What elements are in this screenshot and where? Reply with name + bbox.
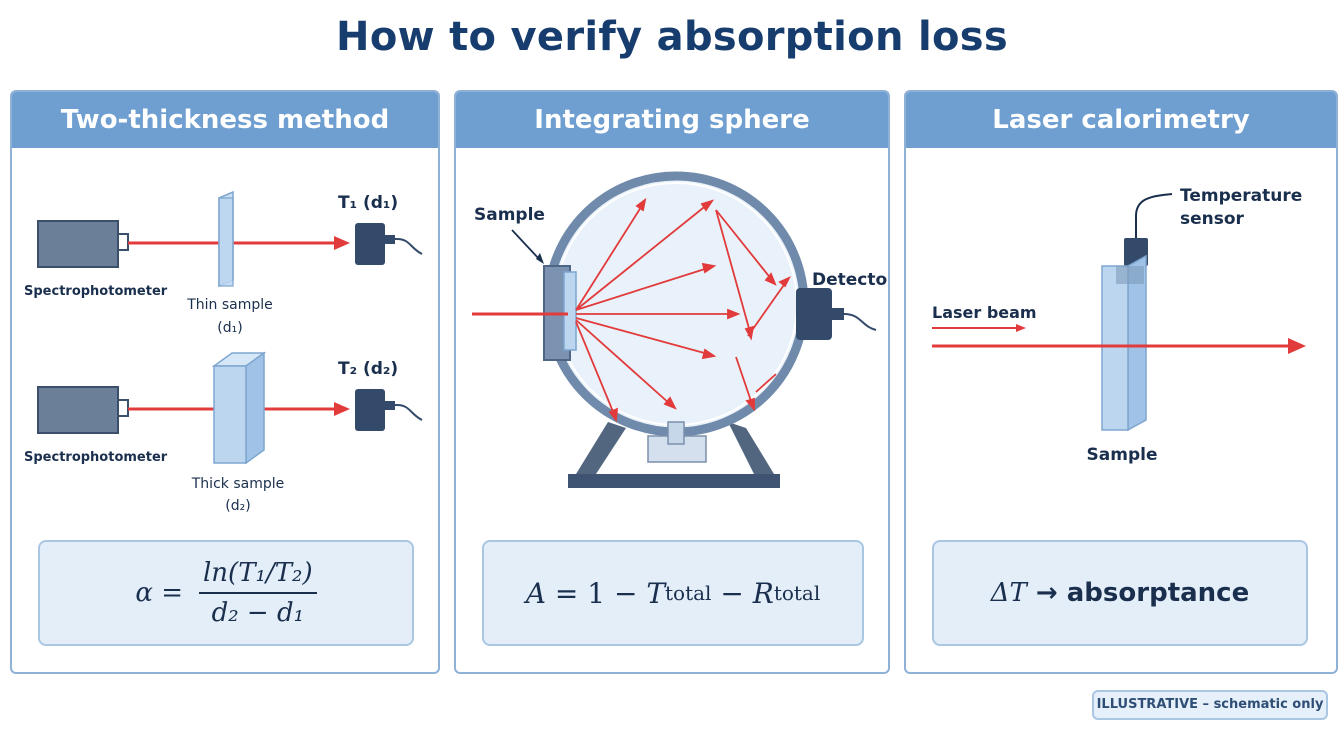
laser-calorimetry-diagram: Temperature sensor Laser beam Sample [932, 186, 1306, 465]
spectrophotometer-label-2: Spectrophotometer [24, 450, 168, 465]
scattered-rays [575, 197, 791, 423]
integrating-sphere-icon [543, 171, 809, 437]
formula-laser-calorimetry: ΔT → absorptance [932, 540, 1308, 646]
thick-sample-side [245, 351, 265, 465]
formula-t: T [646, 576, 666, 610]
formula-two-thickness: α = ln(T₁/T₂) d₂ − d₁ [38, 540, 414, 646]
spectrophotometer-label-1: Spectrophotometer [24, 284, 168, 299]
thin-sample-sub: (d₁) [217, 320, 242, 336]
panel-two-thickness: Two-thickness method T₁ (d₁) Spectrophot… [10, 90, 440, 674]
thick-sample-sub: (d₂) [225, 498, 250, 514]
detector-icon-2 [355, 389, 385, 431]
laser-beam-arrowhead [1288, 338, 1306, 354]
temperature-sensor-label-2: sensor [1180, 209, 1245, 229]
temperature-sensor-label-1: Temperature [1180, 186, 1302, 206]
thin-sample-label: Thin sample [186, 297, 273, 313]
panel-header-integrating-sphere: Integrating sphere [456, 92, 888, 148]
beam-arrowhead-2 [334, 402, 350, 416]
formula-alpha: α = [135, 578, 183, 608]
sphere-stand-left-leg [576, 422, 626, 474]
sample-icon [563, 271, 577, 351]
beam-arrowhead-1 [334, 236, 350, 250]
page-title: How to verify absorption loss [336, 14, 1008, 60]
formula-equals: = 1 − [545, 576, 647, 610]
spectrophotometer-aperture-icon-2 [117, 399, 129, 417]
t1-label: T₁ (d₁) [338, 193, 398, 213]
detector-icon-1 [355, 223, 385, 265]
formula-numerator: ln(T₁/T₂) [198, 558, 317, 594]
two-thickness-diagram: T₁ (d₁) Spectrophotometer Thin sample (d… [24, 190, 423, 514]
calorimetry-sample-label: Sample [1087, 445, 1158, 465]
panel-header-two-thickness: Two-thickness method [12, 92, 438, 148]
spectrophotometer-icon [37, 220, 119, 268]
detector-icon [796, 288, 832, 340]
formula-r: R [752, 576, 774, 610]
formula-a: A [525, 576, 546, 610]
detector-label: Detector [812, 270, 890, 290]
panel-header-laser-calorimetry: Laser calorimetry [906, 92, 1336, 148]
formula-denominator: d₂ − d₁ [211, 598, 305, 628]
thin-sample-face [218, 197, 234, 287]
panel-integrating-sphere: Integrating sphere [454, 90, 890, 674]
spectrophotometer-aperture-icon [117, 233, 129, 251]
formula-absorptance: → absorptance [1026, 578, 1250, 608]
sphere-stand-right-leg [728, 422, 774, 474]
formula-r-sub: total [773, 581, 821, 605]
formula-fraction: ln(T₁/T₂) d₂ − d₁ [198, 558, 317, 628]
integrating-sphere-diagram: Sample Detector [472, 171, 890, 488]
panel-laser-calorimetry: Laser calorimetry Temperature sensor Las… [904, 90, 1338, 674]
thick-sample-icon [213, 365, 247, 464]
detector-cable-2 [385, 404, 423, 421]
sample-pointer-arrow [511, 229, 541, 261]
sample-label: Sample [474, 205, 545, 225]
formula-t-sub: total [665, 581, 712, 605]
sphere-stand-base [568, 474, 780, 488]
calorimetry-sample-icon [1101, 265, 1129, 431]
thick-sample-label: Thick sample [191, 476, 284, 492]
detector-cable-1 [385, 238, 423, 255]
laser-beam-label: Laser beam [932, 303, 1037, 322]
t2-label: T₂ (d₂) [338, 359, 398, 379]
spectrophotometer-icon-2 [37, 386, 119, 434]
formula-minus: − [711, 576, 753, 610]
sensor-cable [1135, 193, 1173, 240]
formula-delta-t: ΔT [990, 578, 1027, 608]
detector-cable [843, 313, 877, 331]
illustrative-badge: ILLUSTRATIVE – schematic only [1092, 690, 1328, 720]
